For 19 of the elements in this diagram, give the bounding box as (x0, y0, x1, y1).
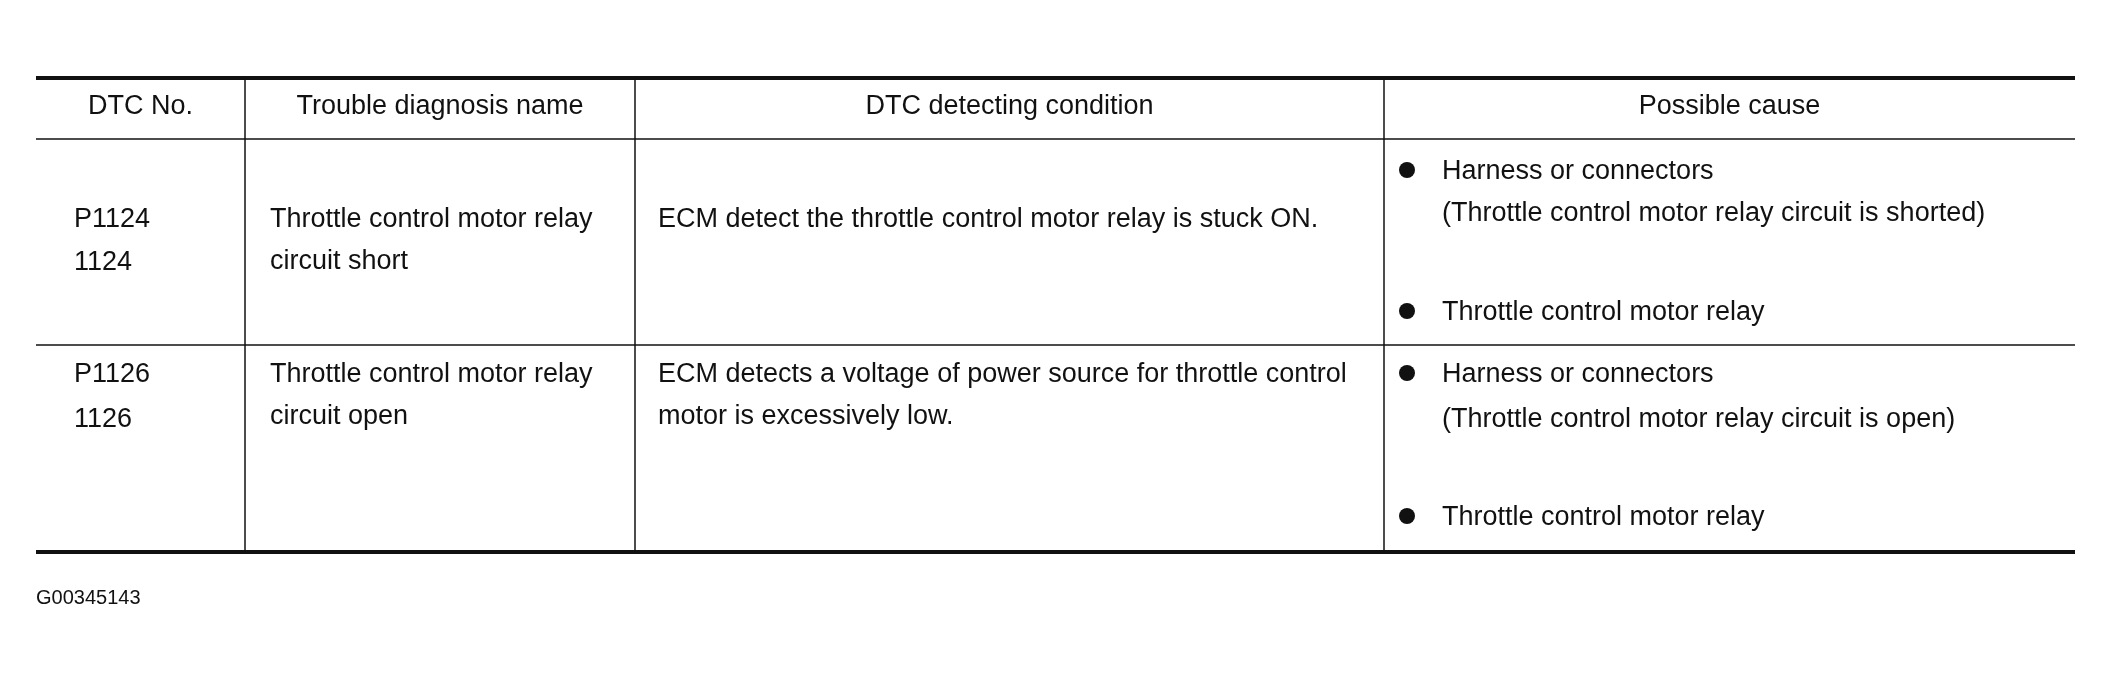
cause-detail: (Throttle control motor relay circuit is shorted) (1442, 196, 1987, 229)
cause-item: Throttle control motor relay (1442, 500, 1766, 533)
detecting-condition: ECM detects a voltage of power source for throttle control motor is excessively low. (658, 357, 1348, 432)
diagnosis-name: Throttle control motor relay circuit short (270, 202, 594, 277)
cause-item: Harness or connectors (1442, 154, 1715, 187)
cause-item: Throttle control motor relay (1442, 295, 1766, 328)
dtc-code: P1124 (74, 202, 152, 235)
column-header: DTC No. (87, 89, 194, 122)
column-header: DTC detecting condition (864, 89, 1155, 122)
cause-detail: (Throttle control motor relay circuit is open) (1442, 402, 1957, 435)
dtc-code: 1124 (74, 245, 134, 278)
detecting-condition: ECM detect the throttle control motor relay is stuck ON. (658, 202, 1320, 235)
dtc-code: P1126 (74, 357, 152, 390)
column-header: Possible cause (1637, 89, 1822, 122)
column-header: Trouble diagnosis name (295, 89, 585, 122)
dtc-code: 1126 (74, 402, 134, 435)
figure-id: G00345143 (36, 585, 142, 610)
cause-item: Harness or connectors (1442, 357, 1715, 390)
diagnosis-name: Throttle control motor relay circuit open (270, 357, 594, 432)
